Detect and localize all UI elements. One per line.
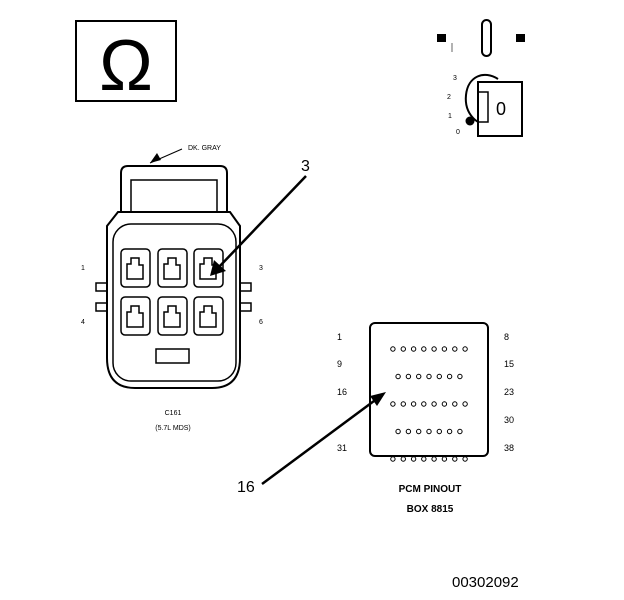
pcm-pin: [395, 428, 401, 435]
row-1-start-label: 1: [337, 332, 342, 342]
pcm-pin: [431, 346, 437, 352]
pcm-pin: [462, 456, 468, 462]
pcm-pin: [390, 456, 396, 462]
pcm-box-number: BOX 8815: [407, 504, 454, 515]
row-2-start-label: 9: [337, 359, 342, 369]
pcm-pin: [446, 428, 453, 435]
pcm-pin: [441, 456, 448, 462]
connector-name: C161: [165, 410, 182, 417]
pcm-pin-grid: [390, 346, 468, 462]
pcm-pin: [416, 428, 422, 435]
pcm-pin: [400, 456, 406, 462]
pin-label-1: 1: [81, 265, 85, 272]
pcm-pin: [436, 373, 442, 380]
pcm-pin: [405, 428, 412, 435]
connector-engine: (5.7L MDS): [155, 425, 191, 432]
pcm-title: PCM PINOUT: [399, 484, 462, 495]
pcm-pin: [400, 401, 406, 407]
row-2-end-label: 15: [504, 359, 514, 369]
key-position-2: 2: [447, 94, 451, 101]
pcm-pin: [395, 373, 401, 380]
row-1-end-label: 8: [504, 332, 509, 342]
pcm-pin: [421, 346, 427, 352]
row-4-end-label: 30: [504, 415, 514, 425]
key-position-1: 1: [448, 113, 452, 120]
connector-c161: DK. GRAY 1 4 3 6 3: [81, 145, 310, 432]
pcm-pin: [452, 456, 458, 462]
key-position-label: 0: [496, 99, 506, 119]
figure-id: 00302092: [452, 574, 519, 591]
pcm-pin: [400, 346, 406, 352]
pcm-pin: [421, 401, 427, 407]
pcm-pin: [457, 428, 463, 435]
pcm-pin: [410, 346, 417, 352]
pcm-pin: [436, 428, 442, 435]
pcm-pin: [452, 401, 458, 407]
ohm-symbol-icon: Ω: [99, 26, 153, 106]
ohmmeter-symbol: Ω: [75, 20, 177, 106]
pcm-pin: [416, 373, 422, 380]
pin-label-3: 3: [259, 265, 263, 272]
callout-16: 16: [237, 479, 255, 496]
pcm-pin: [390, 401, 396, 407]
pcm-pin: [462, 346, 468, 352]
pcm-pin: [390, 346, 396, 352]
callout-3: 3: [301, 158, 310, 175]
pcm-pin: [441, 346, 448, 352]
wire-color-label: DK. GRAY: [188, 145, 221, 152]
pin-label-4: 4: [81, 319, 85, 326]
pcm-pin: [462, 401, 468, 407]
key-position-3: 3: [453, 75, 457, 82]
row-3-start-label: 16: [337, 387, 347, 397]
pcm-pinout: 1 9 16 31 8 15 23 30 38 16 PCM PINOUT BO…: [237, 322, 514, 515]
pcm-pin: [446, 373, 453, 380]
pcm-pin: [410, 456, 417, 462]
pcm-pin: [431, 456, 437, 462]
ignition-key-icon: 3 2 1 0 0: [437, 19, 525, 137]
pcm-pin: [405, 373, 412, 380]
pin-label-6: 6: [259, 319, 263, 326]
row-3-end-label: 23: [504, 387, 514, 397]
pcm-pin: [441, 401, 448, 407]
pcm-pin: [426, 373, 432, 380]
row-5-start-label: 31: [337, 443, 347, 453]
pcm-pin: [457, 373, 463, 380]
row-5-end-label: 38: [504, 443, 514, 453]
key-position-0: 0: [456, 129, 460, 136]
pcm-pin: [410, 401, 417, 407]
pcm-pin: [421, 456, 427, 462]
pcm-pin: [426, 428, 432, 435]
pcm-pin: [452, 346, 458, 352]
pcm-pin: [431, 401, 437, 407]
